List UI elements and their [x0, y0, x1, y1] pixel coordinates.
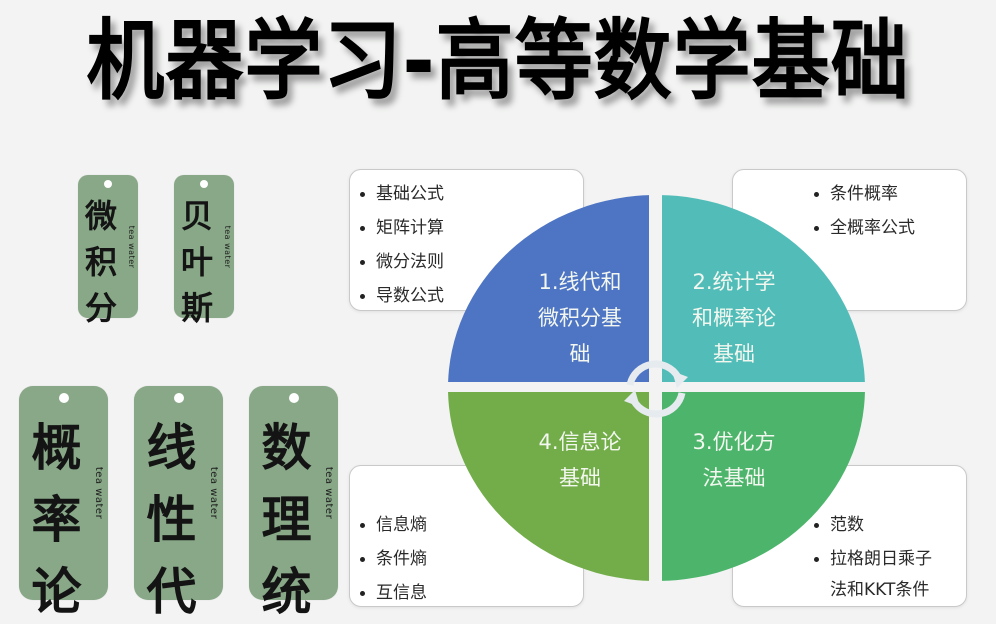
tag-char: 论 — [31, 562, 82, 621]
tag-hole — [200, 180, 208, 188]
note-item: 信息熵 — [356, 508, 583, 542]
tag-calculus: 微 积 分 tea water — [78, 175, 138, 327]
tag-char: 概 — [31, 418, 82, 477]
tag-char: 统 — [261, 562, 312, 621]
tag-char: 贝 — [180, 197, 213, 235]
note-item: 条件概率 — [810, 177, 966, 211]
note-item: 拉格朗日乘子 法和KKT条件 — [810, 542, 966, 604]
quadrant-2-label: 2.统计学 和概率论 基础 — [692, 270, 776, 366]
quadrant-2 — [662, 195, 865, 382]
note-item: 导数公式 — [356, 279, 583, 313]
tag-watermark: tea water — [323, 466, 334, 520]
tag-char: 斯 — [180, 289, 213, 327]
tag-hole — [104, 180, 112, 188]
tag-bayes: 贝 叶 斯 tea water — [174, 175, 234, 327]
quadrant-4-label: 4.信息论 基础 — [538, 430, 622, 490]
quadrant-4 — [448, 392, 649, 581]
tag-char: 分 — [84, 289, 117, 327]
note-item: 矩阵计算 — [356, 211, 583, 245]
tag-char: 微 — [84, 197, 117, 235]
note-item-line: 法和KKT条件 — [830, 580, 930, 600]
tag-hole — [173, 393, 184, 403]
tag-char: 数 — [261, 418, 312, 477]
tag-char: 性 — [146, 490, 197, 549]
tag-char: 理 — [261, 490, 312, 549]
note-item: 微分法则 — [356, 245, 583, 279]
tag-statistics: 数 理 统 tea water — [249, 386, 338, 621]
page-title: 机器学习-高等数学基础 — [86, 11, 910, 113]
tag-linear-algebra: 线 性 代 tea water — [134, 386, 223, 621]
tag-char: 线 — [146, 418, 197, 477]
tag-hole — [58, 393, 69, 403]
note-item: 全概率公式 — [810, 211, 966, 245]
note-item-line: 拉格朗日乘子 — [830, 549, 932, 569]
tag-char: 率 — [31, 490, 82, 549]
tag-probability: 概 率 论 tea water — [19, 386, 108, 621]
quadrant-3-label: 3.优化方 法基础 — [692, 430, 776, 490]
quadrant-circle — [448, 195, 865, 581]
quadrant-3 — [662, 392, 865, 581]
note-item: 条件熵 — [356, 542, 583, 576]
note-item: 范数 — [810, 508, 966, 542]
quadrant-1 — [448, 195, 649, 382]
tag-watermark: tea water — [223, 225, 232, 268]
tag-watermark: tea water — [127, 225, 136, 268]
note-item: 互信息 — [356, 576, 583, 610]
tag-char: 代 — [146, 562, 197, 621]
tag-char: 叶 — [180, 243, 213, 281]
cycle-arrows-icon — [624, 360, 688, 418]
note-item: 基础公式 — [356, 177, 583, 211]
tag-watermark: tea water — [208, 466, 219, 520]
tag-char: 积 — [84, 243, 117, 281]
tag-watermark: tea water — [93, 466, 104, 520]
tag-hole — [288, 393, 299, 403]
quadrant-1-label: 1.线代和 微积分基 础 — [538, 270, 622, 366]
